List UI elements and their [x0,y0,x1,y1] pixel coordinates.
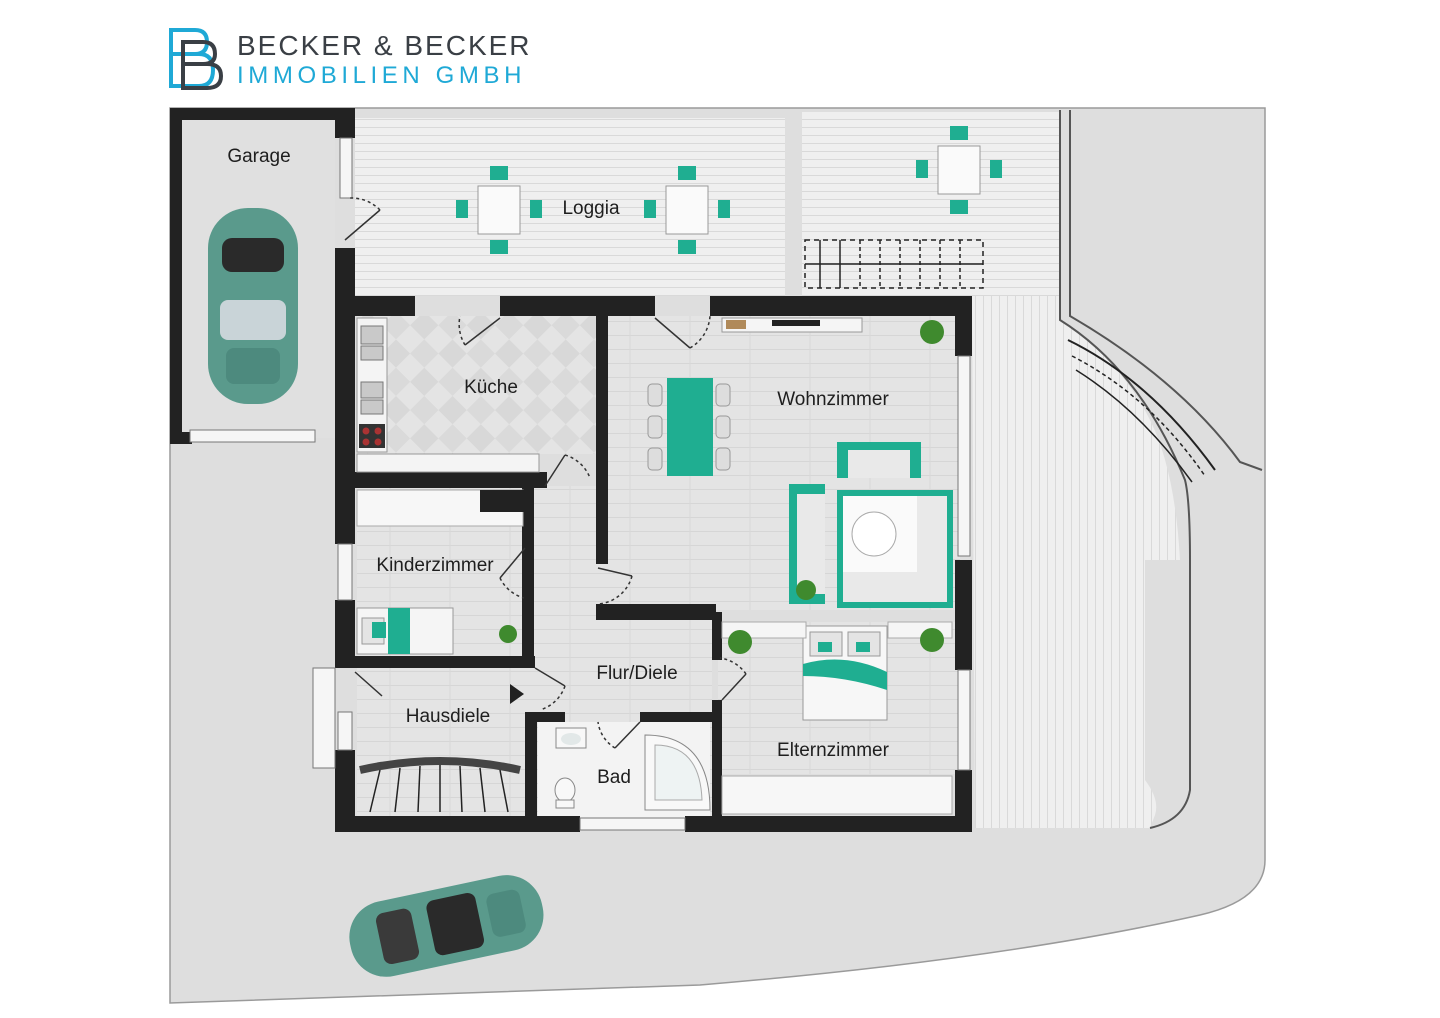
brand-name-line2: IMMOBILIEN GMBH [237,62,527,89]
garage-door [189,429,316,443]
plant-icon [499,320,944,654]
room-label-kueche: Küche [464,377,518,398]
window [337,711,353,751]
master-bed-icon [721,621,953,815]
room-label-wohnzimmer: Wohnzimmer [777,389,889,410]
door-swings [344,197,747,749]
terrace-edge-outer [1069,110,1263,471]
dining-table-icon [647,378,731,476]
sink-icon-bath [555,727,587,749]
entrance-step [312,667,336,769]
toilet-icon [554,777,576,809]
room-label-hausdiele: Hausdiele [405,706,491,727]
car-icon [208,208,298,404]
room-label-bad: Bad [597,767,631,788]
stove-icon [359,424,385,448]
tv-icon [721,317,863,333]
terrace-edge [1059,110,1191,829]
sofa-icon [789,442,953,608]
company-logo: BECKER & BECKER IMMOBILIEN GMBH [165,26,565,92]
window [957,669,971,771]
window [957,355,971,557]
entry-arrow-icon [510,684,524,704]
stairs-icon [359,239,1216,813]
appliance [480,490,524,512]
right-terrace-deck [972,296,1180,828]
outdoor-dining-icon [456,126,1002,254]
window [339,137,353,199]
room-label-garage: Garage [227,146,291,167]
bathtub-icon [644,734,711,811]
window [337,543,353,601]
room-label-kinderzimmer: Kinderzimmer [376,555,494,576]
car-icon-street [349,875,544,977]
upper-terrace-deck [802,112,1060,300]
room-label-loggia: Loggia [562,198,620,219]
sink-icon [360,325,384,415]
brand-name-line1: BECKER & BECKER [237,30,532,61]
bb-monogram-icon [169,28,224,90]
loggia-deck [355,118,785,296]
room-label-flur: Flur/Diele [596,663,678,684]
bed-icon [356,607,454,655]
walls [170,108,972,832]
kitchen-floor [357,316,597,454]
room-label-elternzimmer: Elternzimmer [777,740,889,761]
window [579,817,686,831]
